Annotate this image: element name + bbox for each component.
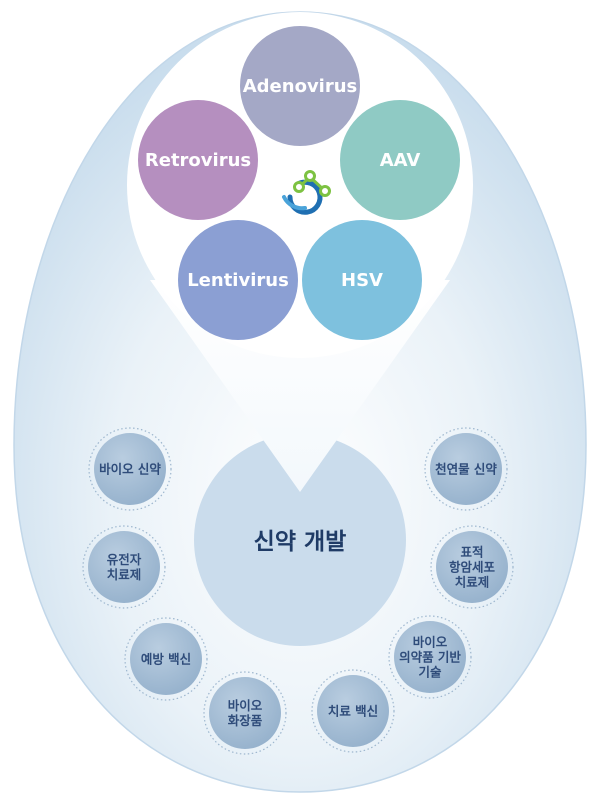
- virus-node-retrovirus: Retrovirus: [138, 100, 258, 220]
- center-circle: [194, 434, 406, 646]
- virus-node-hsv: HSV: [302, 220, 422, 340]
- application-circle: [88, 531, 160, 603]
- virus-circle-lentivirus: [178, 220, 298, 340]
- application-ring: [82, 525, 166, 609]
- virus-label-retrovirus: Retrovirus: [145, 150, 251, 171]
- application-ring: [430, 525, 514, 609]
- application-node: 바이오 신약: [88, 427, 172, 511]
- application-label: 유전자: [107, 552, 142, 567]
- virus-circle-hsv: [302, 220, 422, 340]
- virus-label-adenovirus: Adenovirus: [243, 76, 358, 97]
- application-circle: [317, 675, 389, 747]
- application-label: 바이오 신약: [99, 462, 161, 477]
- application-circle: [209, 677, 281, 749]
- application-label: 의약품 기반: [399, 650, 461, 665]
- virus-label-lentivirus: Lentivirus: [187, 270, 289, 291]
- application-label: 천연물 신약: [435, 462, 497, 477]
- application-label: 항암세포: [449, 560, 496, 575]
- virus-node-adenovirus: Adenovirus: [240, 26, 360, 146]
- virus-circle-retrovirus: [138, 100, 258, 220]
- application-ring: [124, 617, 208, 701]
- application-ring: [388, 615, 472, 699]
- application-node: 천연물 신약: [424, 427, 508, 511]
- application-label: 바이오: [228, 698, 263, 713]
- center-title: 신약 개발: [254, 529, 347, 555]
- virus-label-aav: AAV: [380, 150, 421, 171]
- application-label: 치료제: [107, 567, 142, 582]
- application-ring: [311, 669, 395, 753]
- application-label: 화장품: [228, 713, 263, 728]
- application-label: 예방 백신: [141, 652, 191, 667]
- application-label: 바이오: [413, 635, 448, 650]
- virus-label-hsv: HSV: [341, 270, 383, 291]
- virus-circle-adenovirus: [240, 26, 360, 146]
- virus-node-lentivirus: Lentivirus: [178, 220, 298, 340]
- application-label: 치료제: [455, 575, 490, 590]
- application-ring: [424, 427, 508, 511]
- application-label: 기술: [418, 665, 442, 680]
- application-circle: [436, 531, 508, 603]
- application-node: 예방 백신: [124, 617, 208, 701]
- application-ring: [203, 671, 287, 755]
- virus-node-aav: AAV: [340, 100, 460, 220]
- application-circle: [130, 623, 202, 695]
- application-ring: [88, 427, 172, 511]
- application-label: 표적: [460, 545, 483, 560]
- application-label: 치료 백신: [328, 704, 378, 719]
- application-circle: [94, 433, 166, 505]
- application-circle: [394, 621, 466, 693]
- molecule-logo-icon: [282, 170, 331, 215]
- virus-circle-aav: [340, 100, 460, 220]
- application-node: 치료 백신: [311, 669, 395, 753]
- application-circle: [430, 433, 502, 505]
